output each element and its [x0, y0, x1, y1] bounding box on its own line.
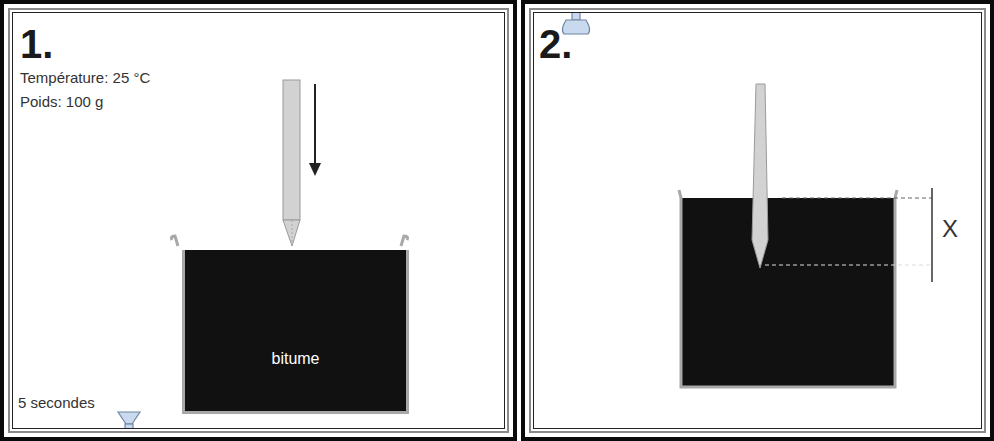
panel-text: 5 secondes	[18, 395, 95, 412]
dimension-label: X	[942, 216, 958, 242]
timer-icon	[118, 412, 140, 434]
step-panel: 2.	[521, 0, 994, 441]
rim	[401, 236, 408, 246]
panel-text: bitume	[271, 350, 319, 368]
bitumen-tub	[679, 190, 897, 387]
needle	[752, 84, 768, 268]
panel-text: 2.	[539, 22, 572, 66]
bitumen-tub: bitume	[182, 250, 409, 414]
needle	[283, 80, 300, 246]
panel-text: Température: 25 °C	[20, 70, 150, 87]
panel-text: 1.	[20, 22, 53, 66]
dimension-lines	[765, 188, 932, 282]
direction-arrow	[309, 84, 321, 176]
step-panel: 1. Température: 25 °C Poids: 100 g 5 second…	[0, 0, 517, 441]
panel-text: Poids: 100 g	[20, 94, 103, 111]
rim	[171, 236, 178, 246]
